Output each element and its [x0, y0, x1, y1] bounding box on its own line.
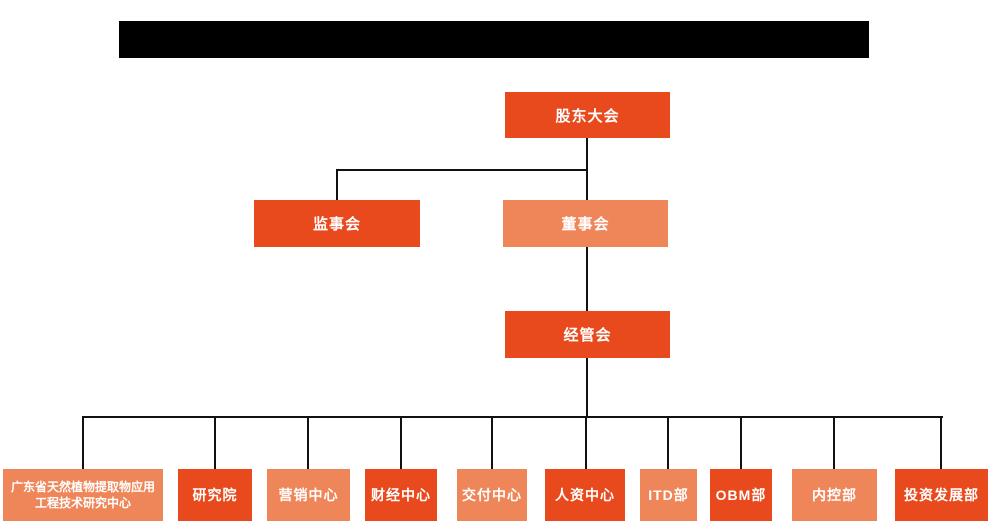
connector-drop-marketing-center [307, 416, 309, 469]
connector-drop-research-institute [214, 416, 216, 469]
connector-level2-split [336, 169, 588, 171]
node-internal-control-department: 内控部 [792, 469, 877, 521]
node-itd-department: ITD部 [640, 469, 697, 521]
node-research-institute: 研究院 [178, 469, 252, 521]
connector-drop-delivery-center [491, 416, 493, 469]
node-finance-center: 财经中心 [365, 469, 437, 521]
node-shareholders-meeting: 股东大会 [505, 92, 670, 138]
connector-drop-research-center [82, 416, 84, 469]
connector-supervisory-drop [336, 169, 338, 200]
connector-drop-finance-center [400, 416, 402, 469]
connector-department-bus [82, 416, 943, 418]
connector-board-to-management [586, 247, 588, 311]
node-investment-development-department: 投资发展部 [895, 469, 988, 521]
connector-drop-investment-development [940, 416, 942, 469]
node-marketing-center: 营销中心 [267, 469, 350, 521]
connector-drop-hr-center [585, 416, 587, 469]
redacted-title-bar [119, 21, 869, 58]
connector-drop-internal-control [833, 416, 835, 469]
node-hr-center: 人资中心 [545, 469, 625, 521]
connector-drop-obm-department [740, 416, 742, 469]
node-supervisory-board: 监事会 [254, 200, 420, 247]
node-management-committee: 经管会 [505, 311, 670, 358]
node-obm-department: OBM部 [710, 469, 772, 521]
node-guangdong-plant-extract-research-center: 广东省天然植物提取物应用工程技术研究中心 [3, 469, 163, 521]
node-delivery-center: 交付中心 [457, 469, 527, 521]
node-board-of-directors: 董事会 [503, 200, 668, 247]
connector-drop-itd-department [667, 416, 669, 469]
connector-management-to-bus [586, 358, 588, 418]
